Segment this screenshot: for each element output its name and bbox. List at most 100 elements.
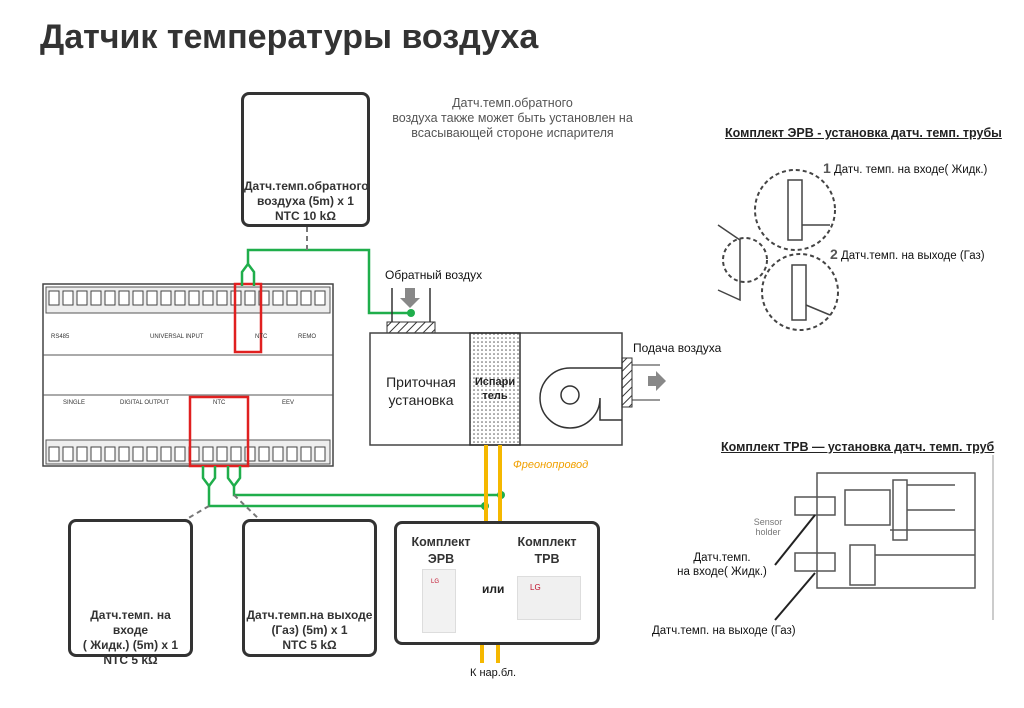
trv-kit-name: ТРВ bbox=[534, 552, 560, 566]
label-ntc-bottom: NTC bbox=[213, 400, 226, 406]
terminal-screw bbox=[90, 290, 102, 306]
terminal-screw bbox=[132, 446, 144, 462]
outdoor-unit-label: К нар.бл. bbox=[470, 667, 517, 679]
inlet-sensor-card: Датч.темп. на входе ( Жидк.) (5m) x 1 NT… bbox=[68, 519, 193, 667]
terminal-screw bbox=[146, 290, 158, 306]
outlet-sensor-card: Датч.темп.на выходе (Газ) (5m) x 1 NTC 5… bbox=[242, 519, 377, 657]
erv-panel-heading: Комплект ЭРВ - установка датч. темп. тру… bbox=[725, 126, 1002, 140]
terminal-screw bbox=[286, 446, 298, 462]
terminal-screw bbox=[48, 446, 60, 462]
erv-inlet-label: 1 Датч. темп. на входе( Жидк.) bbox=[823, 160, 987, 176]
erv-kit-name: ЭРВ bbox=[427, 552, 455, 566]
erv-kit-title: Комплект bbox=[411, 535, 471, 549]
terminal-screw bbox=[160, 290, 172, 306]
terminal-screw bbox=[202, 446, 214, 462]
terminal-screw bbox=[132, 290, 144, 306]
note-line: воздуха также может быть установлен на bbox=[392, 111, 633, 125]
terminal-screw bbox=[188, 290, 200, 306]
terminal-screw bbox=[202, 290, 214, 306]
sensor-ntc: NTC 5 kΩ bbox=[282, 638, 337, 652]
lg-logo: LG bbox=[431, 579, 440, 585]
label-text: на входе( Жидк.) bbox=[677, 566, 767, 578]
terminal-screw bbox=[146, 446, 158, 462]
ntc-highlight-top bbox=[233, 282, 263, 354]
label-text: Датч. темп. на входе( Жидк.) bbox=[834, 164, 988, 176]
label-single: SINGLE bbox=[63, 400, 86, 406]
terminal-screw bbox=[90, 446, 102, 462]
terminal-screw bbox=[104, 446, 116, 462]
freon-pipe-label: Фреонопровод bbox=[513, 459, 589, 471]
terminal-screw bbox=[104, 290, 116, 306]
terminal-screw bbox=[258, 290, 270, 306]
freon-pipes bbox=[480, 445, 502, 663]
marker-2: 2 bbox=[830, 246, 838, 262]
note-line: Датч.темп.обратного bbox=[452, 96, 573, 110]
supply-air-arrow-icon bbox=[648, 371, 666, 391]
terminal-screw bbox=[76, 446, 88, 462]
label-rs485: RS485 bbox=[51, 334, 70, 340]
supply-air-label: Подача воздуха bbox=[633, 341, 722, 355]
evaporator-label: Испари тель bbox=[470, 375, 520, 403]
label-remo: REMO bbox=[298, 334, 316, 340]
terminal-screw bbox=[244, 290, 256, 306]
controller-board bbox=[42, 283, 334, 467]
terminal-screw bbox=[244, 446, 256, 462]
return-air-arrow-icon bbox=[400, 288, 420, 308]
ntc-highlight-bottom bbox=[188, 395, 250, 468]
sensor-spec: (Газ) (5m) x 1 bbox=[271, 623, 348, 637]
terminal-screw bbox=[118, 446, 130, 462]
terminal-screw bbox=[118, 290, 130, 306]
return-air-sensor-card: Датч.темп.обратного воздуха (5m) x 1 NTC… bbox=[241, 92, 370, 227]
sensor-spec: ( Жидк.) (5m) x 1 bbox=[82, 638, 179, 652]
sensor-ntc: NTC 10 kΩ bbox=[275, 209, 336, 223]
sensor-name: Датч.темп.на выходе bbox=[246, 608, 373, 622]
label-text: Датч.темп. bbox=[693, 552, 751, 564]
fan-icon bbox=[539, 367, 622, 429]
erv-outlet-label: 2 Датч.темп. на выходе (Газ) bbox=[830, 246, 985, 262]
marker-1: 1 bbox=[823, 160, 831, 176]
sensor-holder-label: Sensor holder bbox=[753, 517, 783, 537]
ahu-label-line: установка bbox=[388, 392, 454, 408]
ahu-label: Приточная установка bbox=[376, 373, 466, 409]
or-label: или bbox=[482, 582, 505, 596]
terminal-screw bbox=[258, 446, 270, 462]
evap-line: Испари bbox=[474, 376, 516, 388]
trv-kit-image: LG bbox=[517, 576, 581, 620]
trv-pipe-sketch bbox=[774, 455, 994, 621]
sensor-spec: воздуха (5m) x 1 bbox=[257, 194, 354, 208]
valve-kit-card: Комплект ЭРВ Комплект ТРВ LG или LG bbox=[394, 521, 600, 645]
label-eev: EEV bbox=[282, 400, 295, 406]
page-title: Датчик температуры воздуха bbox=[40, 18, 539, 56]
erv-kit-image: LG bbox=[422, 569, 456, 633]
ahu-label-line: Приточная bbox=[386, 374, 456, 390]
label-ntc-top: NTC bbox=[255, 334, 268, 340]
lg-logo: LG bbox=[530, 583, 541, 592]
terminal-screw bbox=[48, 290, 60, 306]
evap-line: тель bbox=[482, 390, 508, 402]
terminal-screw bbox=[76, 290, 88, 306]
erv-pipe-sketch bbox=[717, 169, 839, 331]
terminal-screw bbox=[174, 446, 186, 462]
terminal-screw bbox=[314, 446, 326, 462]
label-text: Датч.темп. на выходе (Газ) bbox=[841, 250, 985, 262]
terminal-screw bbox=[272, 290, 284, 306]
install-note: Датч.темп.обратного воздуха также может … bbox=[380, 96, 645, 141]
terminal-screw bbox=[216, 290, 228, 306]
trv-kit-title: Комплект bbox=[517, 535, 577, 549]
terminal-screw bbox=[174, 290, 186, 306]
air-handling-unit bbox=[369, 288, 666, 446]
sensor-name: Датч.темп.обратного bbox=[244, 179, 369, 193]
trv-outlet-label: Датч.темп. на выходе (Газ) bbox=[652, 625, 796, 637]
terminal-screw bbox=[300, 290, 312, 306]
terminal-screw bbox=[272, 446, 284, 462]
trv-panel-heading: Комплект ТРВ — установка датч. темп. тру… bbox=[721, 440, 995, 454]
label-digital-output: DIGITAL OUTPUT bbox=[120, 400, 170, 406]
terminal-screw bbox=[230, 446, 242, 462]
terminal-screw bbox=[314, 290, 326, 306]
terminal-screw bbox=[62, 446, 74, 462]
terminal-screw bbox=[160, 446, 172, 462]
sensor-name: Датч.темп. на входе bbox=[90, 608, 171, 637]
terminal-screw bbox=[300, 446, 312, 462]
trv-inlet-label: Датч.темп. на входе( Жидк.) bbox=[672, 551, 772, 579]
